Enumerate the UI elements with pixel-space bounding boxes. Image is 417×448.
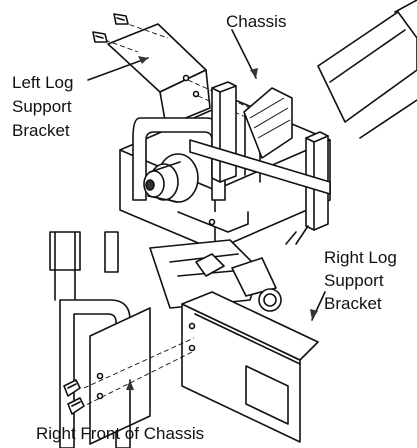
bottom-view — [49, 225, 319, 448]
right-bracket-label-line3: Bracket — [324, 294, 382, 313]
left-bracket-label-line3: Bracket — [12, 121, 70, 140]
right-bracket-label-line2: Support — [324, 271, 384, 290]
right-front-of-chassis — [89, 307, 151, 445]
screw-icon — [92, 31, 108, 43]
right-front-label: Right Front of Chassis — [36, 424, 205, 443]
rail — [189, 139, 331, 195]
left-bracket-label-line1: Left Log — [12, 73, 74, 92]
screw-icon — [63, 379, 81, 397]
screw-icon — [113, 13, 129, 25]
leader-lines — [87, 29, 326, 426]
burner-knob — [143, 153, 199, 203]
foot — [177, 211, 249, 233]
screw-icon — [67, 397, 85, 415]
chassis-plate — [243, 87, 293, 159]
left-bracket-label-line2: Support — [12, 97, 72, 116]
chassis-label: Chassis — [226, 12, 287, 31]
post — [211, 81, 237, 183]
right-bracket-label-line1: Right Log — [324, 248, 397, 267]
chassis-tube — [317, 11, 417, 123]
top-view — [92, 0, 417, 251]
